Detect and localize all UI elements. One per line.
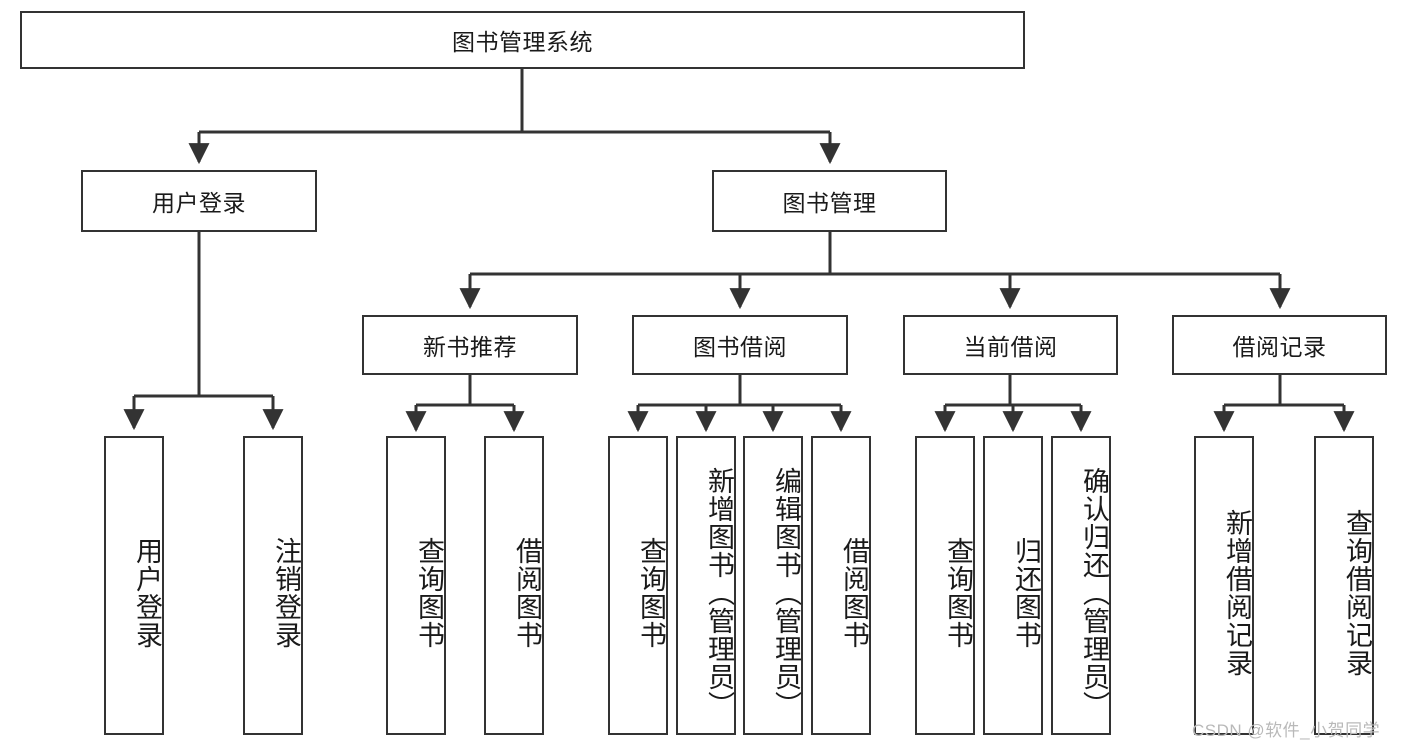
node-leaf-query-book-1[interactable]: 查询图书 [386, 436, 446, 735]
node-user-login-label: 用户登录 [152, 190, 246, 216]
node-leaf-borrow-book-1-label: 借阅图书 [512, 536, 542, 649]
node-leaf-return-book-label: 归还图书 [1011, 536, 1041, 649]
node-leaf-add-record-label: 新增借阅记录 [1222, 508, 1252, 677]
node-leaf-user-logout-label: 注销登录 [271, 536, 301, 649]
node-book-borrow[interactable]: 图书借阅 [632, 315, 848, 375]
node-book-manage-label: 图书管理 [782, 190, 877, 216]
node-book-manage[interactable]: 图书管理 [712, 170, 947, 232]
node-current-borrow[interactable]: 当前借阅 [903, 315, 1118, 375]
node-new-book-recommend[interactable]: 新书推荐 [362, 315, 578, 375]
node-leaf-user-login[interactable]: 用户登录 [104, 436, 164, 735]
node-leaf-add-book[interactable]: 新增图书（管理员） [676, 436, 736, 735]
node-leaf-borrow-book-2-label: 借阅图书 [839, 536, 869, 649]
node-root-label: 图书管理系统 [452, 29, 593, 55]
node-borrow-record-label: 借阅记录 [1232, 334, 1327, 360]
csdn-watermark: CSDN @软件_小贺同学 [1192, 721, 1381, 740]
node-leaf-query-record[interactable]: 查询借阅记录 [1314, 436, 1374, 735]
node-leaf-add-book-label: 新增图书（管理员） [704, 466, 734, 719]
node-book-borrow-label: 图书借阅 [693, 334, 787, 360]
node-borrow-record[interactable]: 借阅记录 [1172, 315, 1387, 375]
node-leaf-user-logout[interactable]: 注销登录 [243, 436, 303, 735]
node-leaf-confirm-return-label: 确认归还（管理员） [1079, 466, 1109, 719]
node-leaf-borrow-book-2[interactable]: 借阅图书 [811, 436, 871, 735]
node-leaf-query-book-3-label: 查询图书 [943, 536, 973, 649]
node-leaf-add-record[interactable]: 新增借阅记录 [1194, 436, 1254, 735]
node-leaf-query-book-2[interactable]: 查询图书 [608, 436, 668, 735]
node-leaf-user-login-label: 用户登录 [132, 536, 162, 649]
node-leaf-edit-book-label: 编辑图书（管理员） [771, 466, 801, 719]
node-leaf-edit-book[interactable]: 编辑图书（管理员） [743, 436, 803, 735]
node-leaf-query-book-2-label: 查询图书 [636, 536, 666, 649]
node-leaf-return-book[interactable]: 归还图书 [983, 436, 1043, 735]
node-leaf-query-book-3[interactable]: 查询图书 [915, 436, 975, 735]
node-leaf-query-record-label: 查询借阅记录 [1342, 508, 1372, 677]
node-leaf-borrow-book-1[interactable]: 借阅图书 [484, 436, 544, 735]
node-leaf-query-book-1-label: 查询图书 [414, 536, 444, 649]
node-user-login[interactable]: 用户登录 [81, 170, 317, 232]
node-new-book-recommend-label: 新书推荐 [423, 334, 517, 360]
node-root[interactable]: 图书管理系统 [20, 11, 1025, 69]
node-current-borrow-label: 当前借阅 [963, 334, 1058, 360]
node-leaf-confirm-return[interactable]: 确认归还（管理员） [1051, 436, 1111, 735]
